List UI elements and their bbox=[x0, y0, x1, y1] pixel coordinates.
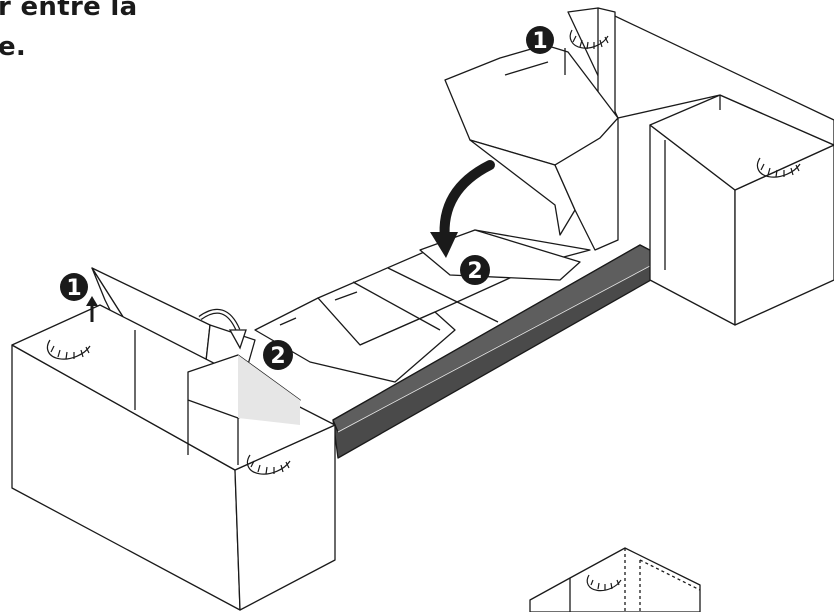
left-unit bbox=[11, 304, 336, 611]
step-badge-2-left: 2 bbox=[263, 340, 293, 370]
hinge-right-top bbox=[569, 29, 609, 50]
step-badge-1-left: 1 bbox=[60, 273, 88, 301]
lift-arrow-icon bbox=[86, 296, 98, 322]
svg-text:2: 2 bbox=[467, 259, 482, 284]
fold-arrow-small-icon bbox=[198, 308, 247, 350]
hinge-inset bbox=[586, 574, 622, 592]
step-badge-2-right: 2 bbox=[460, 255, 490, 285]
hinge-left-bottom bbox=[246, 454, 291, 475]
svg-text:1: 1 bbox=[66, 276, 81, 301]
right-fold-flap bbox=[444, 44, 619, 251]
instruction-line-2: e. bbox=[0, 32, 27, 62]
hinge-right-mid bbox=[756, 157, 801, 178]
svg-text:2: 2 bbox=[270, 344, 285, 369]
fold-arrow-large-icon bbox=[430, 160, 495, 258]
inset-view bbox=[529, 547, 701, 612]
hinge-left-top bbox=[46, 339, 91, 360]
hinge-details bbox=[46, 29, 801, 592]
right-unit bbox=[567, 7, 834, 326]
svg-text:1: 1 bbox=[532, 29, 547, 54]
instruction-line-1: r entre la bbox=[0, 0, 138, 22]
step-badge-1-right: 1 bbox=[526, 26, 554, 54]
center-panels bbox=[254, 229, 591, 383]
